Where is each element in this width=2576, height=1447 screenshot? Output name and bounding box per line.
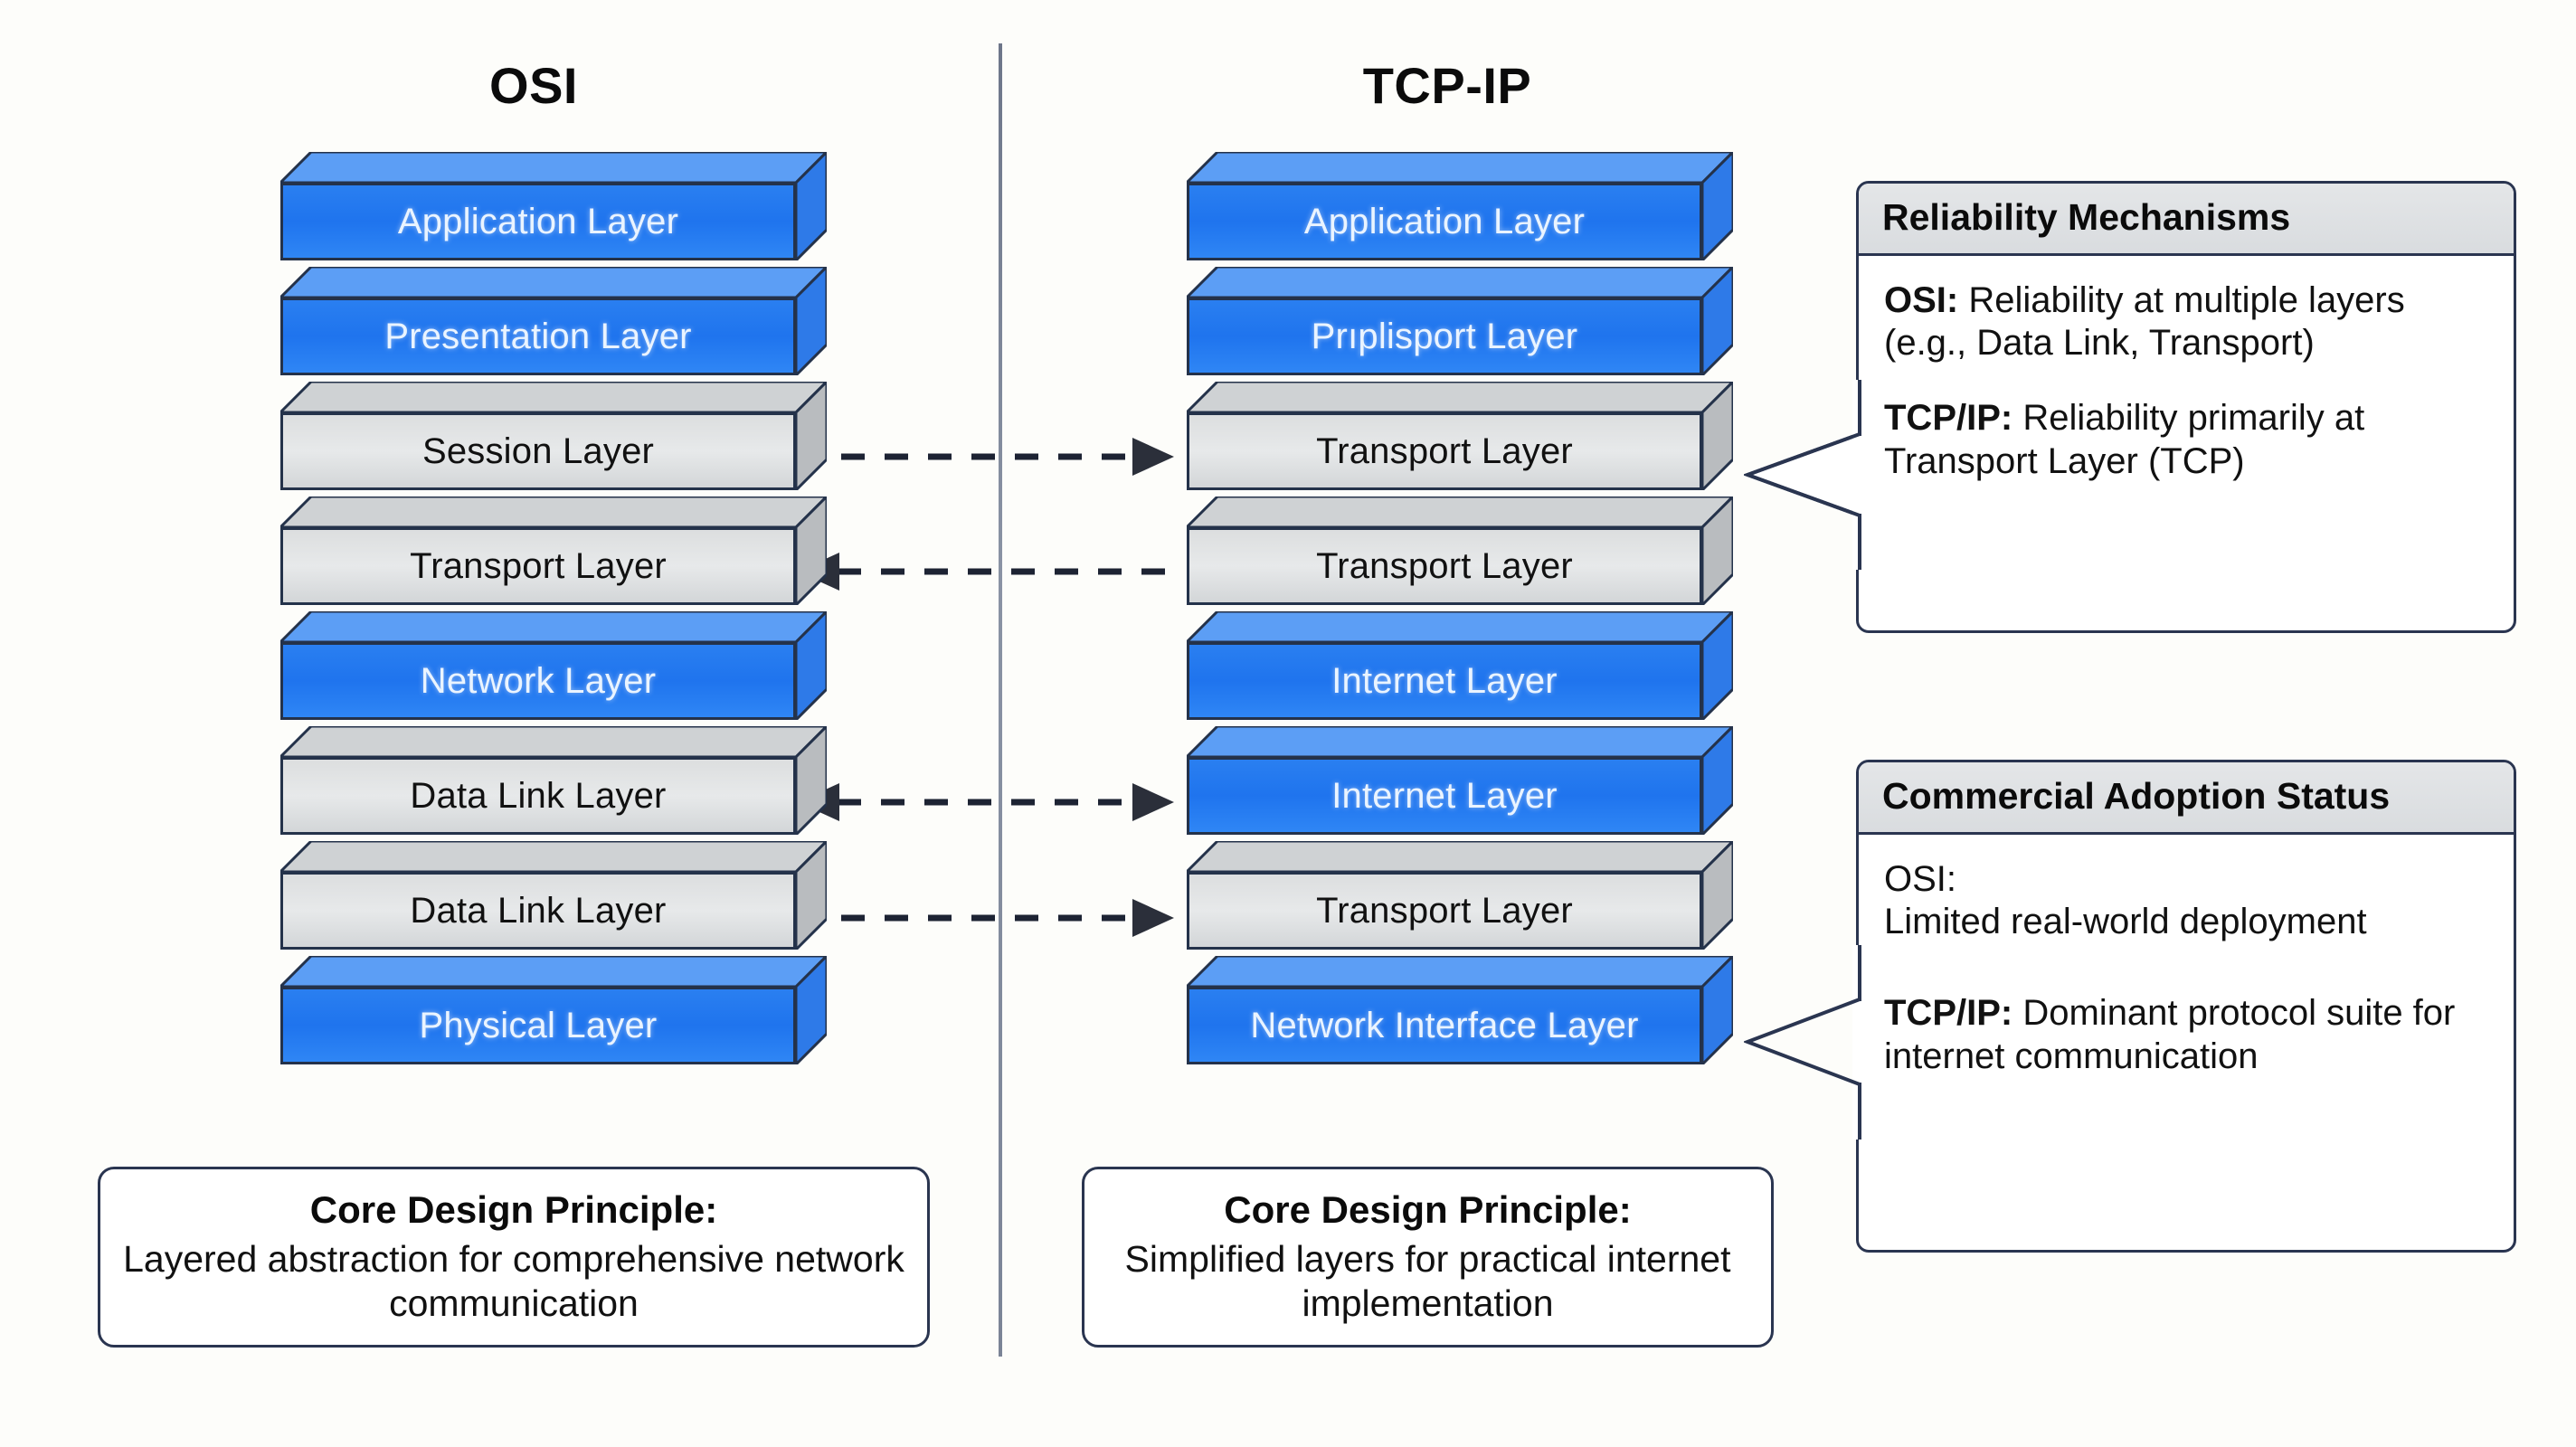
principle-box-tcpip: Core Design Principle: Simplified layers…	[1082, 1167, 1774, 1348]
tcpip-layer-3d-faces	[1187, 726, 1733, 835]
tcpip-layer-label: Network Interface Layer	[1250, 1006, 1639, 1045]
osi-layer-face[interactable]: Network Layer	[280, 642, 796, 720]
callout-paragraph-label: OSI:	[1884, 859, 1957, 899]
column-divider	[999, 43, 1002, 1357]
callout-body: OSI: Reliability at multiple layers (e.g…	[1859, 256, 2514, 501]
osi-layer-3d-faces	[280, 497, 827, 605]
osi-layer-label: Physical Layer	[419, 1006, 658, 1045]
connector-arrow	[796, 438, 1176, 476]
callout-paragraph-label: TCP/IP:	[1884, 993, 2013, 1034]
callout-paragraph-label: OSI:	[1884, 280, 1959, 320]
osi-layer-3d-faces	[280, 726, 827, 835]
tcpip-layer-block[interactable]: Internet Layer	[1187, 726, 1733, 835]
osi-layer-face[interactable]: Transport Layer	[280, 527, 796, 605]
connector-arrow	[796, 783, 1176, 821]
osi-layer-block[interactable]: Data Link Layer	[280, 841, 827, 950]
callout-reliability-mechanisms: Reliability Mechanisms OSI: Reliability …	[1856, 181, 2516, 633]
tcpip-layer-3d-faces	[1187, 267, 1733, 375]
osi-layer-label: Data Link Layer	[410, 776, 667, 816]
osi-layer-face[interactable]: Application Layer	[280, 183, 796, 260]
tcpip-layer-face[interactable]: Internet Layer	[1187, 642, 1702, 720]
principle-text: Simplified layers for practical internet…	[1124, 1237, 1731, 1324]
callout-paragraph-text: Reliability primarily at Transport Layer…	[1884, 398, 2365, 481]
osi-layer-label: Network Layer	[420, 661, 657, 701]
callout-title: Reliability Mechanisms	[1859, 184, 2514, 256]
tcpip-layer-3d-faces	[1187, 841, 1733, 950]
connector-arrow	[796, 899, 1176, 937]
connector-arrow	[796, 553, 1176, 591]
tcpip-layer-face[interactable]: Prıplisport Layer	[1187, 298, 1702, 375]
osi-layer-label: Presentation Layer	[384, 317, 692, 356]
tcpip-layer-block[interactable]: Network Interface Layer	[1187, 956, 1733, 1064]
osi-layer-face[interactable]: Session Layer	[280, 412, 796, 490]
osi-layer-face[interactable]: Presentation Layer	[280, 298, 796, 375]
tcpip-layer-label: Transport Layer	[1316, 546, 1573, 586]
tcpip-layer-label: Internet Layer	[1331, 661, 1558, 701]
osi-layer-block[interactable]: Transport Layer	[280, 497, 827, 605]
tcpip-layer-face[interactable]: Transport Layer	[1187, 412, 1702, 490]
osi-layer-3d-faces	[280, 382, 827, 490]
osi-layer-block[interactable]: Session Layer	[280, 382, 827, 490]
callout-commercial-adoption-status: Commercial Adoption Status OSI: Limited …	[1856, 760, 2516, 1253]
osi-layer-face[interactable]: Physical Layer	[280, 987, 796, 1064]
tcpip-layer-face[interactable]: Network Interface Layer	[1187, 987, 1702, 1064]
osi-layer-block[interactable]: Network Layer	[280, 611, 827, 720]
tcpip-layer-label: Internet Layer	[1331, 776, 1558, 816]
tcpip-layer-3d-faces	[1187, 382, 1733, 490]
osi-layer-block[interactable]: Physical Layer	[280, 956, 827, 1064]
column-title-osi: OSI	[489, 57, 578, 114]
principle-title: Core Design Principle:	[1224, 1187, 1632, 1231]
tcpip-layer-face[interactable]: Transport Layer	[1187, 872, 1702, 950]
callout-tail-adoption	[1744, 945, 1861, 1140]
osi-layer-label: Session Layer	[421, 431, 655, 471]
osi-layer-label: Application Layer	[397, 202, 679, 241]
callout-paragraph-text: Limited real-world deployment	[1884, 902, 2367, 942]
tcpip-layer-label: Application Layer	[1303, 202, 1586, 241]
callout-paragraph-text: Dominant protocol suite for internet com…	[1884, 993, 2456, 1076]
osi-layer-block[interactable]: Presentation Layer	[280, 267, 827, 375]
callout-tail-reliability	[1744, 380, 1861, 570]
callout-paragraph: TCP/IP: Dominant protocol suite for inte…	[1884, 992, 2488, 1077]
tcpip-layer-block[interactable]: Transport Layer	[1187, 841, 1733, 950]
callout-paragraph: OSI: Limited real-world deployment	[1884, 858, 2488, 943]
osi-layer-label: Data Link Layer	[410, 891, 667, 931]
tcpip-layer-face[interactable]: Transport Layer	[1187, 527, 1702, 605]
principle-title: Core Design Principle:	[309, 1187, 718, 1231]
tcpip-layer-label: Transport Layer	[1316, 431, 1573, 471]
tcpip-layer-face[interactable]: Internet Layer	[1187, 757, 1702, 835]
tcpip-layer-block[interactable]: Internet Layer	[1187, 611, 1733, 720]
principle-text: Layered abstraction for comprehensive ne…	[123, 1237, 904, 1324]
tcpip-layer-label: Prıplisport Layer	[1311, 317, 1578, 356]
callout-paragraph: TCP/IP: Reliability primarily at Transpo…	[1884, 397, 2488, 482]
tcpip-layer-block[interactable]: Transport Layer	[1187, 382, 1733, 490]
osi-layer-label: Transport Layer	[410, 546, 667, 586]
principle-box-osi: Core Design Principle: Layered abstracti…	[98, 1167, 930, 1348]
callout-paragraph: OSI: Reliability at multiple layers (e.g…	[1884, 279, 2488, 364]
callout-paragraph-text: Reliability at multiple layers (e.g., Da…	[1884, 280, 2405, 364]
column-title-tcpip: TCP-IP	[1362, 57, 1532, 114]
tcpip-layer-block[interactable]: Application Layer	[1187, 152, 1733, 260]
tcpip-layer-face[interactable]: Application Layer	[1187, 183, 1702, 260]
osi-layer-face[interactable]: Data Link Layer	[280, 872, 796, 950]
osi-layer-block[interactable]: Data Link Layer	[280, 726, 827, 835]
osi-layer-face[interactable]: Data Link Layer	[280, 757, 796, 835]
callout-body: OSI: Limited real-world deployment TCP/I…	[1859, 835, 2514, 1096]
tcpip-layer-block[interactable]: Prıplisport Layer	[1187, 267, 1733, 375]
callout-paragraph-label: TCP/IP:	[1884, 398, 2013, 439]
tcpip-layer-label: Transport Layer	[1316, 891, 1573, 931]
osi-layer-block[interactable]: Application Layer	[280, 152, 827, 260]
tcpip-layer-block[interactable]: Transport Layer	[1187, 497, 1733, 605]
callout-title: Commercial Adoption Status	[1859, 762, 2514, 835]
